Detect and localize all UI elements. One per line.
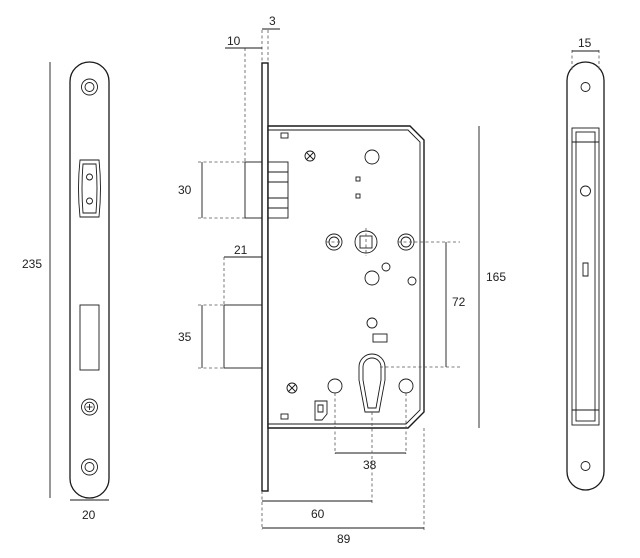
faceplate-bottom-screw-hole: [81, 458, 98, 476]
side-profile-view: 15: [566, 36, 605, 491]
faceplate-width-label: 20: [82, 508, 96, 522]
faceplate-length-label: 235: [22, 257, 42, 271]
side-top-screw-hole: [580, 82, 591, 92]
deadbolt-slot: [79, 304, 100, 371]
case-depth-label: 89: [337, 532, 351, 546]
small-hole-far-right: [407, 276, 417, 286]
faceplate-outline: [69, 61, 110, 499]
euro-cylinder-inner-profile: [362, 357, 382, 409]
latch-bolt: [244, 161, 289, 219]
lever-bracket: [314, 400, 328, 421]
case-top-screw: [304, 150, 316, 162]
deadbolt-height-label: 35: [178, 330, 192, 344]
latch-slot: [78, 159, 101, 218]
case-height-label: 165: [486, 270, 506, 284]
side-plate-outline: [566, 61, 605, 491]
case-middle-hole: [364, 270, 380, 286]
deadbolt-projection-label: 21: [234, 243, 248, 257]
front-faceplate-view: 235 20: [22, 61, 110, 522]
side-width-label: 15: [578, 36, 592, 50]
faceplate-top-screw-hole: [81, 78, 98, 96]
side-case-body: [571, 127, 600, 426]
lock-case: [267, 125, 425, 429]
lock-front-plate: [261, 62, 269, 492]
lower-slot: [372, 333, 388, 343]
small-pin-1: [355, 176, 361, 182]
cylinder-screw-hole: [81, 398, 98, 416]
cylinder-spacing-label: 38: [363, 458, 377, 472]
small-pin-2: [355, 193, 361, 199]
small-hole-right: [381, 262, 391, 272]
case-lower-hole: [366, 317, 378, 329]
deadbolt: [223, 304, 263, 369]
case-bottom-screw: [286, 382, 298, 394]
backset-label: 60: [311, 507, 325, 521]
bottom-slot: [280, 413, 289, 420]
top-slot: [280, 132, 289, 139]
cover-plate-thickness-label: 3: [269, 14, 276, 28]
case-upper-hole: [364, 149, 380, 165]
spindle-to-cylinder-label: 72: [452, 295, 466, 309]
lock-case-inner-edge: [268, 129, 421, 425]
latch-height-label: 30: [178, 183, 192, 197]
lock-body-view: 3 10 30 21 35 72 165 38 60: [178, 14, 506, 546]
side-bottom-screw-hole: [580, 461, 591, 471]
latch-offset-label: 10: [227, 34, 241, 48]
